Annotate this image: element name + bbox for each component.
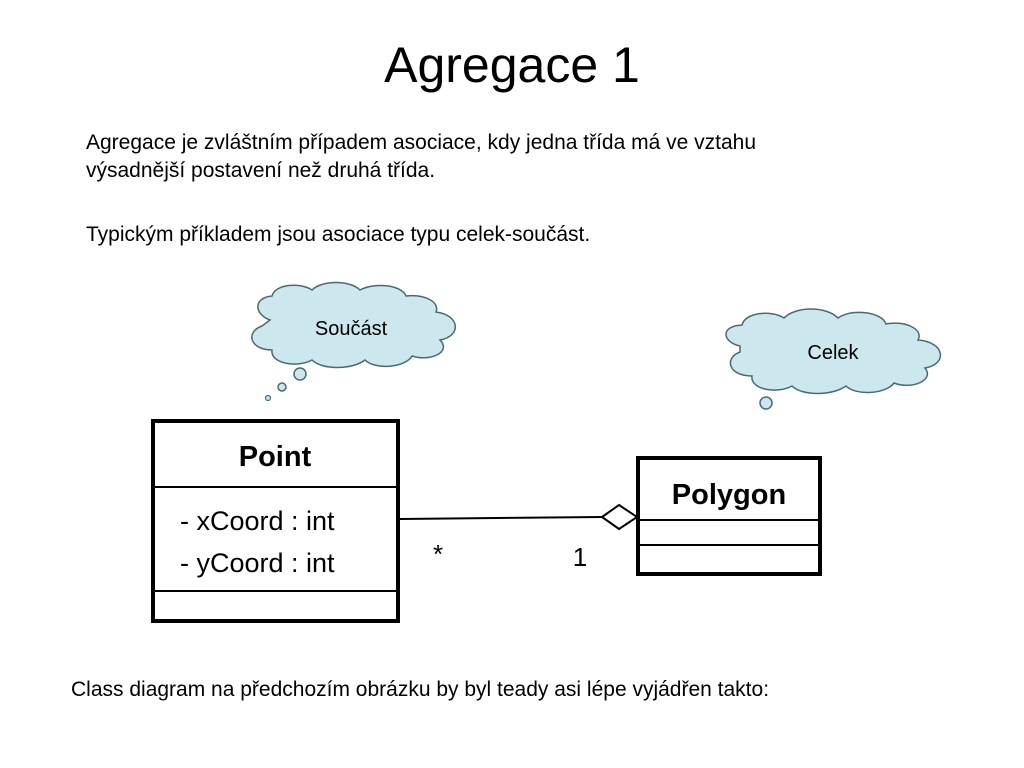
multiplicity-polygon: 1 <box>573 542 587 572</box>
callout-whole-label: Celek <box>807 342 859 364</box>
class-polygon: Polygon <box>636 456 822 576</box>
class-point: Point - xCoord : int - yCoord : int <box>151 419 400 623</box>
thought-bubble-dot <box>759 396 773 410</box>
class-point-name: Point <box>239 441 312 473</box>
intro-line-2: výsadnější postavení než druhá třída. <box>86 159 436 182</box>
example-paragraph: Typickým příkladem jsou asociace typu ce… <box>86 223 591 246</box>
class-point-attribute: - yCoord : int <box>180 548 335 578</box>
class-point-box <box>151 419 400 623</box>
callout-part: Součást <box>251 281 457 402</box>
multiplicity-point: * <box>433 539 443 569</box>
callout-whole: Celek <box>725 308 942 410</box>
thought-bubble-dot <box>293 367 307 381</box>
aggregation-diamond <box>600 503 639 531</box>
intro-paragraph: Agregace je zvláštním případem asociace,… <box>86 129 946 185</box>
class-point-attribute: - xCoord : int <box>180 506 335 536</box>
cloud-shape <box>251 281 457 369</box>
class-polygon-box <box>636 456 822 576</box>
thought-bubble-dot <box>277 382 287 392</box>
aggregation-association: * 1 <box>399 503 639 572</box>
cloud-shape <box>725 308 942 395</box>
slide-title: Agregace 1 <box>384 37 640 93</box>
thought-bubble-dot <box>264 394 272 402</box>
callout-part-label: Součást <box>315 318 388 340</box>
class-polygon-name: Polygon <box>672 479 786 511</box>
intro-line-1: Agregace je zvláštním případem asociace,… <box>86 131 757 154</box>
bottom-paragraph: Class diagram na předchozím obrázku by b… <box>71 678 770 701</box>
association-line <box>399 516 603 520</box>
